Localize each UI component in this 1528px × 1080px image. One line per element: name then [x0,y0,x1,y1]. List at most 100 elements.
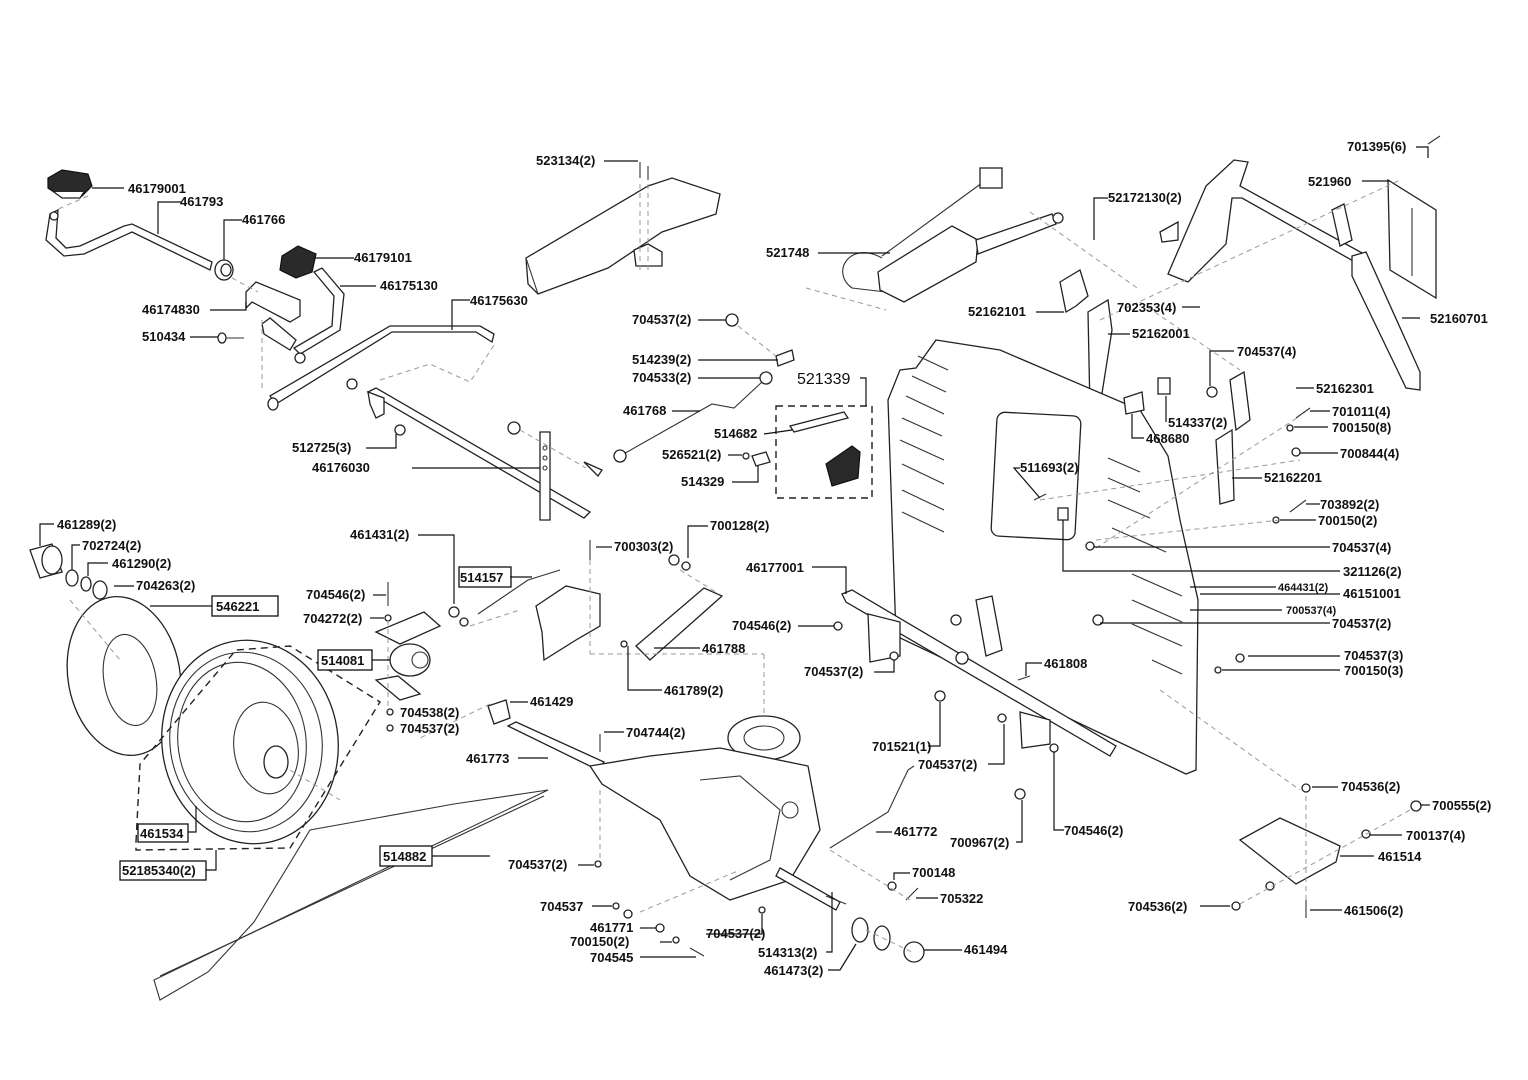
nut-461431 [448,606,460,618]
label-526521: 526521(2) [662,447,721,462]
cross-shaft-46176030 [366,387,592,521]
bracket-52162201 [1215,428,1235,505]
label-514682: 514682 [714,426,757,441]
rod-46175630 [267,325,495,411]
label-704537-e: 704537(3) [1344,648,1403,663]
bracket-52162301 [1229,370,1251,432]
label-46179001: 46179001 [128,181,186,196]
label-704536-b: 704536(2) [1128,899,1187,914]
label-521748: 521748 [766,245,809,260]
label-704545: 704545 [590,950,633,965]
washer-lower [1265,881,1275,891]
label-461289: 461289(2) [57,517,116,532]
label-52162101: 52162101 [968,304,1026,319]
wheel-assembly-outline-52185340 [135,645,381,851]
bolt-704546-c [1049,743,1059,753]
label-704537-h: 704537(2) [918,757,977,772]
clip-321126 [1057,507,1069,521]
rod-461788 [635,587,724,661]
tire-546221 [66,595,182,757]
label-461793: 461793 [180,194,223,209]
label-704537-b: 704537(4) [1237,344,1296,359]
washer-700148 [887,881,897,891]
axle-parts-left [29,543,108,600]
nut-704536-a [1301,783,1311,793]
ball-joint-514239 [775,349,795,367]
nut-704537-k [758,906,766,914]
label-704744: 704744(2) [626,725,685,740]
spring-461772 [829,765,915,849]
label-704537-c: 704537(4) [1332,540,1391,555]
label-700137: 700137(4) [1406,828,1465,843]
label-700150-d: 700150(2) [570,934,629,949]
label-704536-a: 704536(2) [1341,779,1400,794]
label-514337: 514337(2) [1168,415,1227,430]
label-514239: 514239(2) [632,352,691,367]
label-461506: 461506(2) [1344,903,1403,918]
bolt-700844 [1291,447,1301,457]
pivot-tube [261,317,297,351]
box-52185340 [119,860,207,881]
nut-704536-b [1231,901,1241,911]
label-704537-j: 704537 [540,899,583,914]
bolt-704545 [689,947,705,957]
pedal-46175130 [292,267,345,355]
plate-461514 [1238,817,1341,885]
label-321126: 321126(2) [1343,564,1402,579]
label-52172130: 52172130(2) [1108,190,1182,205]
washer [623,909,633,919]
label-700150-a: 700150(8) [1332,420,1391,435]
box-546221 [211,595,279,617]
bracket-461429 [487,699,511,725]
nut-704537-4 [1206,386,1218,398]
bracket-52162101 [1059,269,1089,314]
assembly-lines [55,179,1411,953]
nut-704537-i [594,860,602,868]
nut-704537-3 [1235,653,1245,663]
label-702353: 702353(4) [1117,300,1176,315]
label-704537-k: 704537(2) [706,926,765,941]
label-461789: 461789(2) [664,683,723,698]
pin-461789 [620,640,628,648]
label-514157: 514157 [460,570,503,585]
callout-labels: 46179001 461793 461766 46179101 46175130… [39,139,1491,978]
label-461494: 461494 [964,942,1008,957]
screw-511693 [1033,493,1047,501]
label-46151001: 46151001 [1343,586,1401,601]
label-704537-i: 704537(2) [508,857,567,872]
screw-703892 [1289,499,1307,513]
grommet-514337 [1157,377,1171,395]
washer-700150-d [672,936,680,944]
box-461534 [137,823,189,843]
lever-461793 [45,208,213,271]
label-700148: 700148 [912,865,955,880]
nut-704537 [725,313,739,327]
label-700967: 700967(2) [950,835,1009,850]
label-700128: 700128(2) [710,518,769,533]
label-511693: 511693(2) [1020,460,1079,475]
label-700844: 700844(4) [1340,446,1399,461]
label-461768: 461768 [623,403,666,418]
label-704537-a: 704537(2) [632,312,691,327]
nut-704537-4b [1085,541,1095,551]
kit-521339-box [775,405,873,499]
module-521339 [825,445,861,487]
label-512725: 512725(3) [292,440,351,455]
spacer-461494 [903,941,925,963]
label-521339: 521339 [797,371,850,388]
label-705322: 705322 [940,891,983,906]
label-700150-c: 700150(3) [1344,663,1403,678]
label-704546-b: 704546(2) [732,618,791,633]
label-46175130: 46175130 [380,278,438,293]
bolt-701521 [934,690,946,702]
label-514882: 514882 [383,849,426,864]
label-461431: 461431(2) [350,527,409,542]
switch-514329 [751,451,771,467]
footrest-plate [525,177,721,295]
nut-700128 [668,554,680,566]
bolt-704546 [833,621,843,631]
nut-704537-j [612,902,620,910]
nut [507,421,521,435]
bearing-514081 [374,611,442,701]
pedal-pad-46179101 [279,245,317,279]
